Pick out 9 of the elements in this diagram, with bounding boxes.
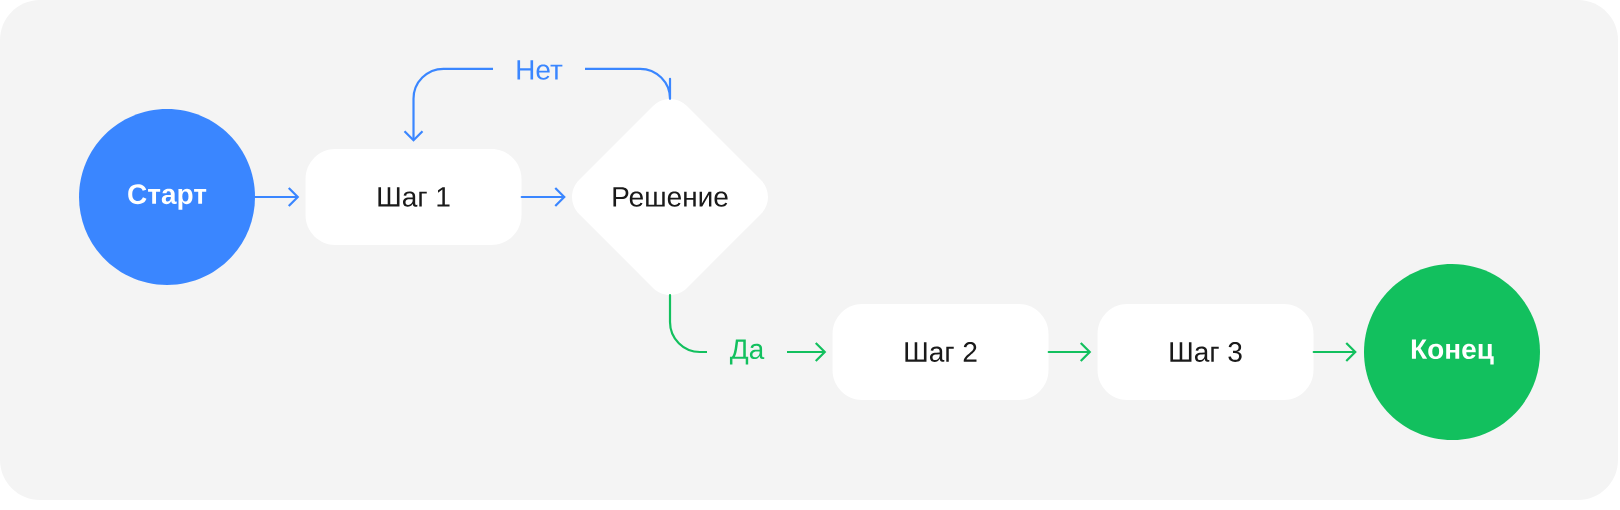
- arrow: [254, 187, 300, 207]
- edge-label: Нет: [493, 59, 585, 81]
- process-box: Шаг 1: [305, 149, 522, 245]
- arrow: [1047, 342, 1092, 362]
- process-box: Шаг 3: [1097, 304, 1314, 400]
- arrow: [1312, 342, 1357, 362]
- arrow: [520, 187, 566, 207]
- edge-label: Да: [707, 338, 787, 366]
- process-box: Шаг 2: [832, 304, 1049, 400]
